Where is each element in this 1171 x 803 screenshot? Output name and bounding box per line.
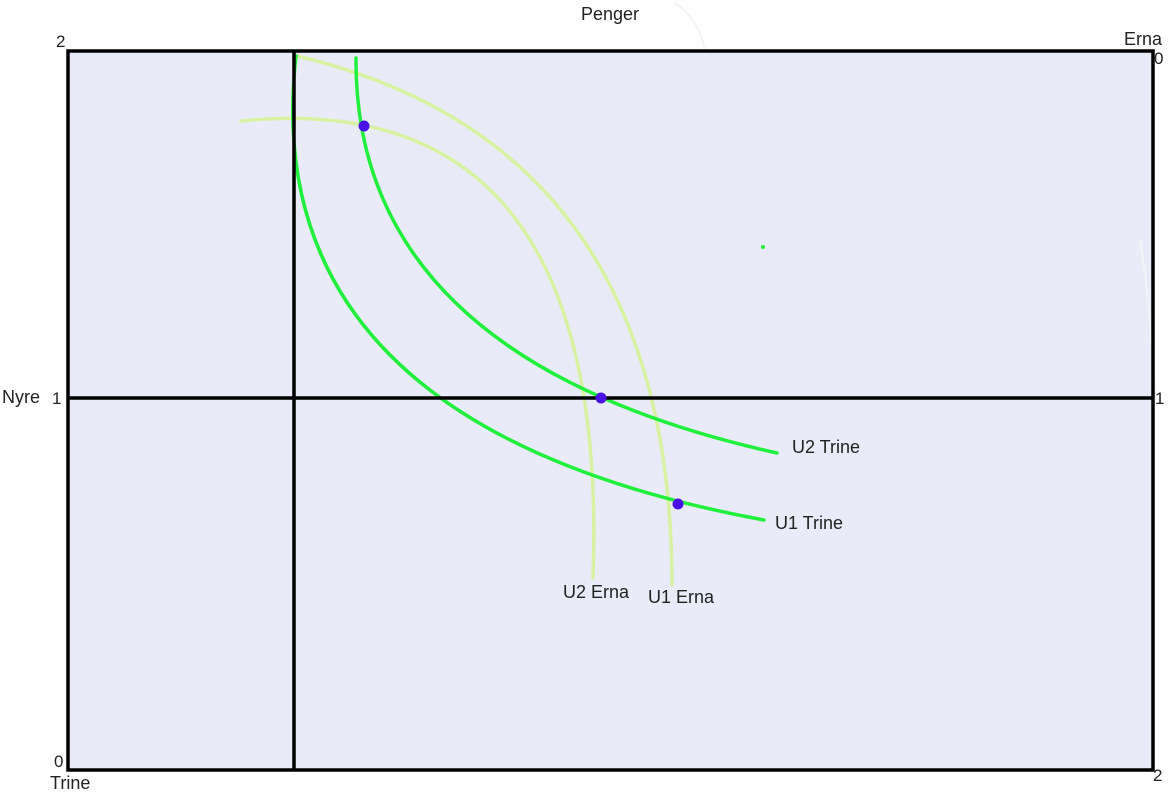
left-axis-label: Nyre — [2, 387, 40, 407]
stray-green-dot — [761, 245, 765, 249]
tick-mid-right: 1 — [1155, 389, 1164, 408]
u2-trine-label: U2 Trine — [792, 437, 860, 457]
tick-mid-left: 1 — [52, 389, 61, 408]
u2-trine-curve — [354, 56, 779, 455]
u1-trine-label: U1 Trine — [775, 513, 843, 533]
top-axis-label: Penger — [581, 4, 639, 24]
tick-top-left: 2 — [56, 32, 65, 51]
lower-tangent-point — [672, 498, 684, 510]
corner-top-right-label: Erna — [1124, 29, 1163, 49]
plot-background — [68, 51, 1153, 770]
u2-erna-label: U2 Erna — [563, 582, 630, 602]
box-border — [66, 49, 1155, 772]
tick-top-right: 0 — [1154, 49, 1163, 68]
tick-bottom-left: 0 — [54, 752, 63, 771]
u2-erna-curve — [239, 116, 596, 580]
faint-grid-arc — [674, 2, 706, 53]
corner-bottom-left-label: Trine — [50, 773, 90, 793]
upper-tangent-point — [358, 120, 370, 132]
u1-erna-curve — [295, 54, 674, 587]
tick-bottom-right: 2 — [1153, 766, 1162, 785]
endowment-point — [595, 392, 607, 404]
u1-erna-label: U1 Erna — [648, 587, 715, 607]
